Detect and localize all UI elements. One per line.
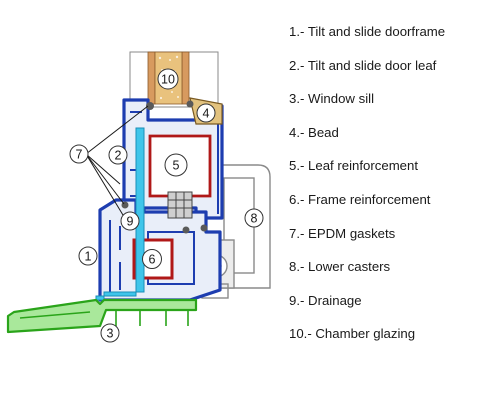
- legend-list: 1.- Tilt and slide doorframe 2.- Tilt an…: [289, 22, 497, 358]
- callout-9: 9: [120, 211, 140, 231]
- callout-7-label: 7: [76, 148, 83, 162]
- legend-item-epdm-gaskets: 7.- EPDM gaskets: [289, 225, 396, 241]
- legend-item-window-sill: 3.- Window sill: [289, 91, 375, 107]
- legend-item-lower-casters: 8.- Lower casters: [289, 259, 391, 275]
- legend-item-tilt-slide-doorframe: 1.- Tilt and slide doorframe: [289, 24, 446, 39]
- callout-5: 5: [164, 153, 188, 177]
- callout-4: 4: [196, 103, 216, 123]
- callout-10: 10: [157, 68, 179, 90]
- callout-8: 8: [244, 208, 264, 228]
- callout-7: 7: [69, 144, 89, 164]
- callout-3-label: 3: [107, 327, 114, 341]
- callout-10-label: 10: [161, 73, 175, 87]
- legend-item-bead: 4.- Bead: [289, 124, 339, 140]
- callout-1: 1: [78, 246, 98, 266]
- callout-2-label: 2: [115, 149, 122, 163]
- callout-6-label: 6: [149, 253, 156, 267]
- callout-1-label: 1: [85, 250, 92, 264]
- callout-9-label: 9: [127, 215, 134, 229]
- legend-item-tilt-slide-door-leaf: 2.- Tilt and slide door leaf: [289, 57, 437, 73]
- leader-lines: [85, 105, 149, 221]
- callout-8-label: 8: [251, 212, 258, 226]
- legend-item-leaf-reinforcement: 5.- Leaf reinforcement: [289, 158, 419, 174]
- legend-item-frame-reinforcement: 6.- Frame reinforcement: [289, 191, 431, 207]
- center-hardware: [167, 191, 193, 219]
- callout-6: 6: [142, 249, 162, 269]
- callout-4-label: 4: [203, 107, 210, 121]
- legend-item-chamber-glazing: 10.- Chamber glazing: [289, 326, 416, 342]
- cross-section-diagram: 1 2 3 4 5 6 7 8 9 10: [6, 51, 271, 343]
- window-sill-shape: [6, 298, 198, 334]
- callout-2: 2: [108, 145, 128, 165]
- legend-item-drainage: 9.- Drainage: [289, 292, 362, 308]
- callout-3: 3: [100, 323, 120, 343]
- callout-5-label: 5: [173, 159, 180, 173]
